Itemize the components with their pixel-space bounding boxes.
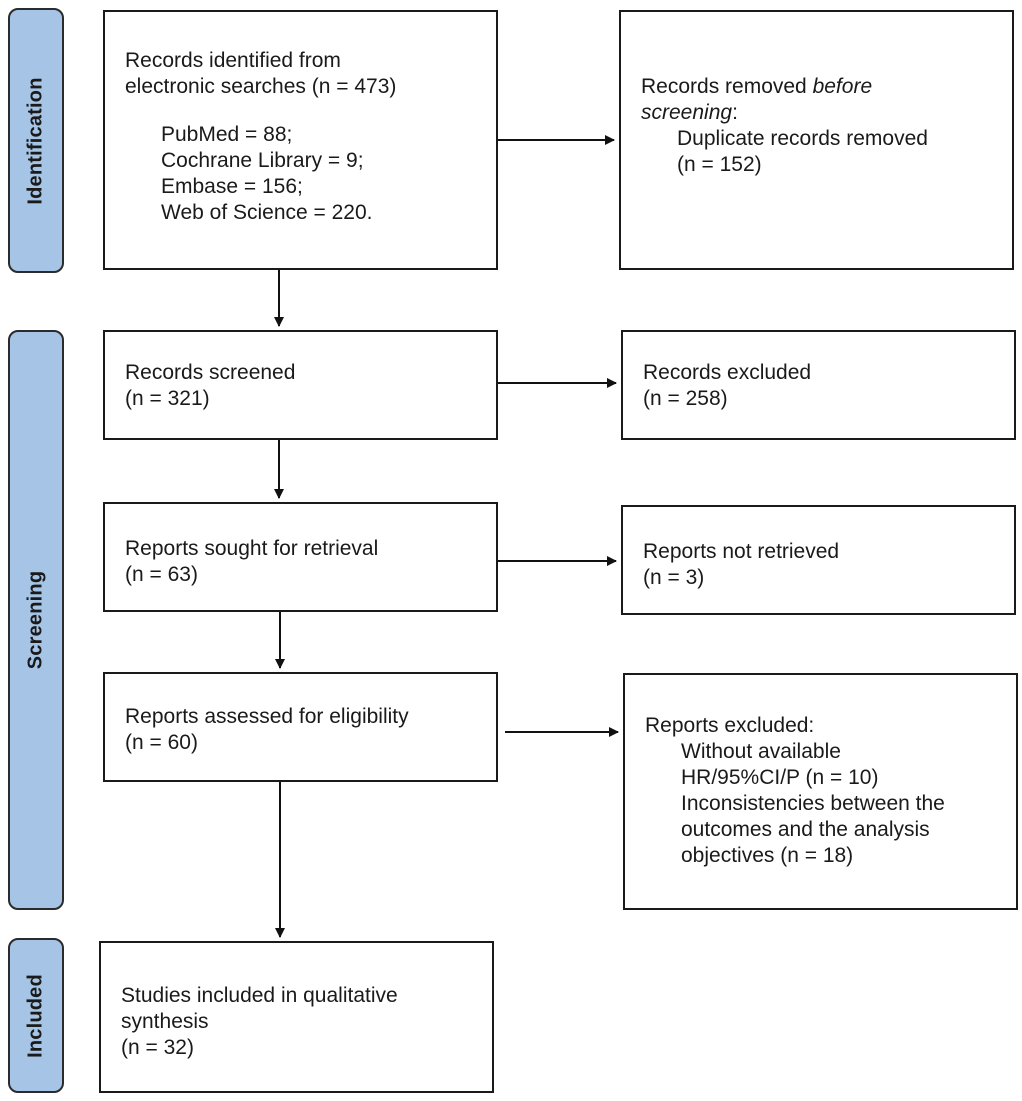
reports-excluded-reason-1a: Without available: [681, 740, 841, 763]
included-line1: Studies included in qualitative: [121, 984, 398, 1007]
reports-excluded-reason-1b: HR/95%CI/P (n = 10): [681, 766, 879, 789]
screened-line2: (n = 321): [125, 387, 210, 410]
box-records-screened: Records screened (n = 321): [103, 330, 498, 440]
box-records-identified: Records identified from electronic searc…: [103, 10, 498, 270]
screened-line1: Records screened: [125, 361, 296, 384]
source-cochrane: Cochrane Library = 9;: [161, 149, 364, 172]
removed-line1: Records removed before: [641, 75, 873, 98]
box-reports-excluded: Reports excluded: Without available HR/9…: [623, 673, 1018, 910]
box-reports-sought: Reports sought for retrieval (n = 63): [103, 502, 498, 612]
box-reports-assessed: Reports assessed for eligibility (n = 60…: [103, 672, 498, 782]
assessed-line1: Reports assessed for eligibility: [125, 705, 409, 728]
not-retrieved-line2: (n = 3): [643, 566, 705, 589]
reports-excluded-title: Reports excluded:: [645, 714, 815, 737]
box-studies-included: Studies included in qualitative synthesi…: [99, 941, 494, 1093]
removed-line2: screening:: [641, 101, 738, 124]
included-line3: (n = 32): [121, 1036, 194, 1059]
box-records-excluded: Records excluded (n = 258): [621, 330, 1016, 440]
box-records-removed: Records removed before screening: Duplic…: [619, 10, 1014, 270]
assessed-line2: (n = 60): [125, 731, 198, 754]
not-retrieved-line1: Reports not retrieved: [643, 540, 840, 563]
reports-excluded-reason-2a: Inconsistencies between the: [681, 792, 945, 815]
excluded-line2: (n = 258): [643, 387, 728, 410]
source-pubmed: PubMed = 88;: [161, 123, 293, 146]
reports-excluded-reason-2b: outcomes and the analysis: [681, 818, 930, 841]
reports-excluded-reason-2c: objectives (n = 18): [681, 844, 854, 867]
stage-screening: Screening: [8, 330, 64, 910]
included-line2: synthesis: [121, 1010, 209, 1033]
sought-line2: (n = 63): [125, 563, 198, 586]
stage-included: Included: [8, 938, 64, 1093]
identified-line2: electronic searches (n = 473): [125, 75, 397, 98]
identified-line1: Records identified from: [125, 49, 341, 72]
excluded-line1: Records excluded: [643, 361, 812, 384]
sought-line1: Reports sought for retrieval: [125, 537, 379, 560]
removed-line4: (n = 152): [677, 153, 762, 176]
removed-line3: Duplicate records removed: [677, 127, 928, 150]
source-embase: Embase = 156;: [161, 175, 303, 198]
source-web-of-science: Web of Science = 220.: [161, 201, 373, 224]
stage-identification: Identification: [8, 8, 64, 273]
box-reports-not-retrieved: Reports not retrieved (n = 3): [621, 505, 1016, 615]
